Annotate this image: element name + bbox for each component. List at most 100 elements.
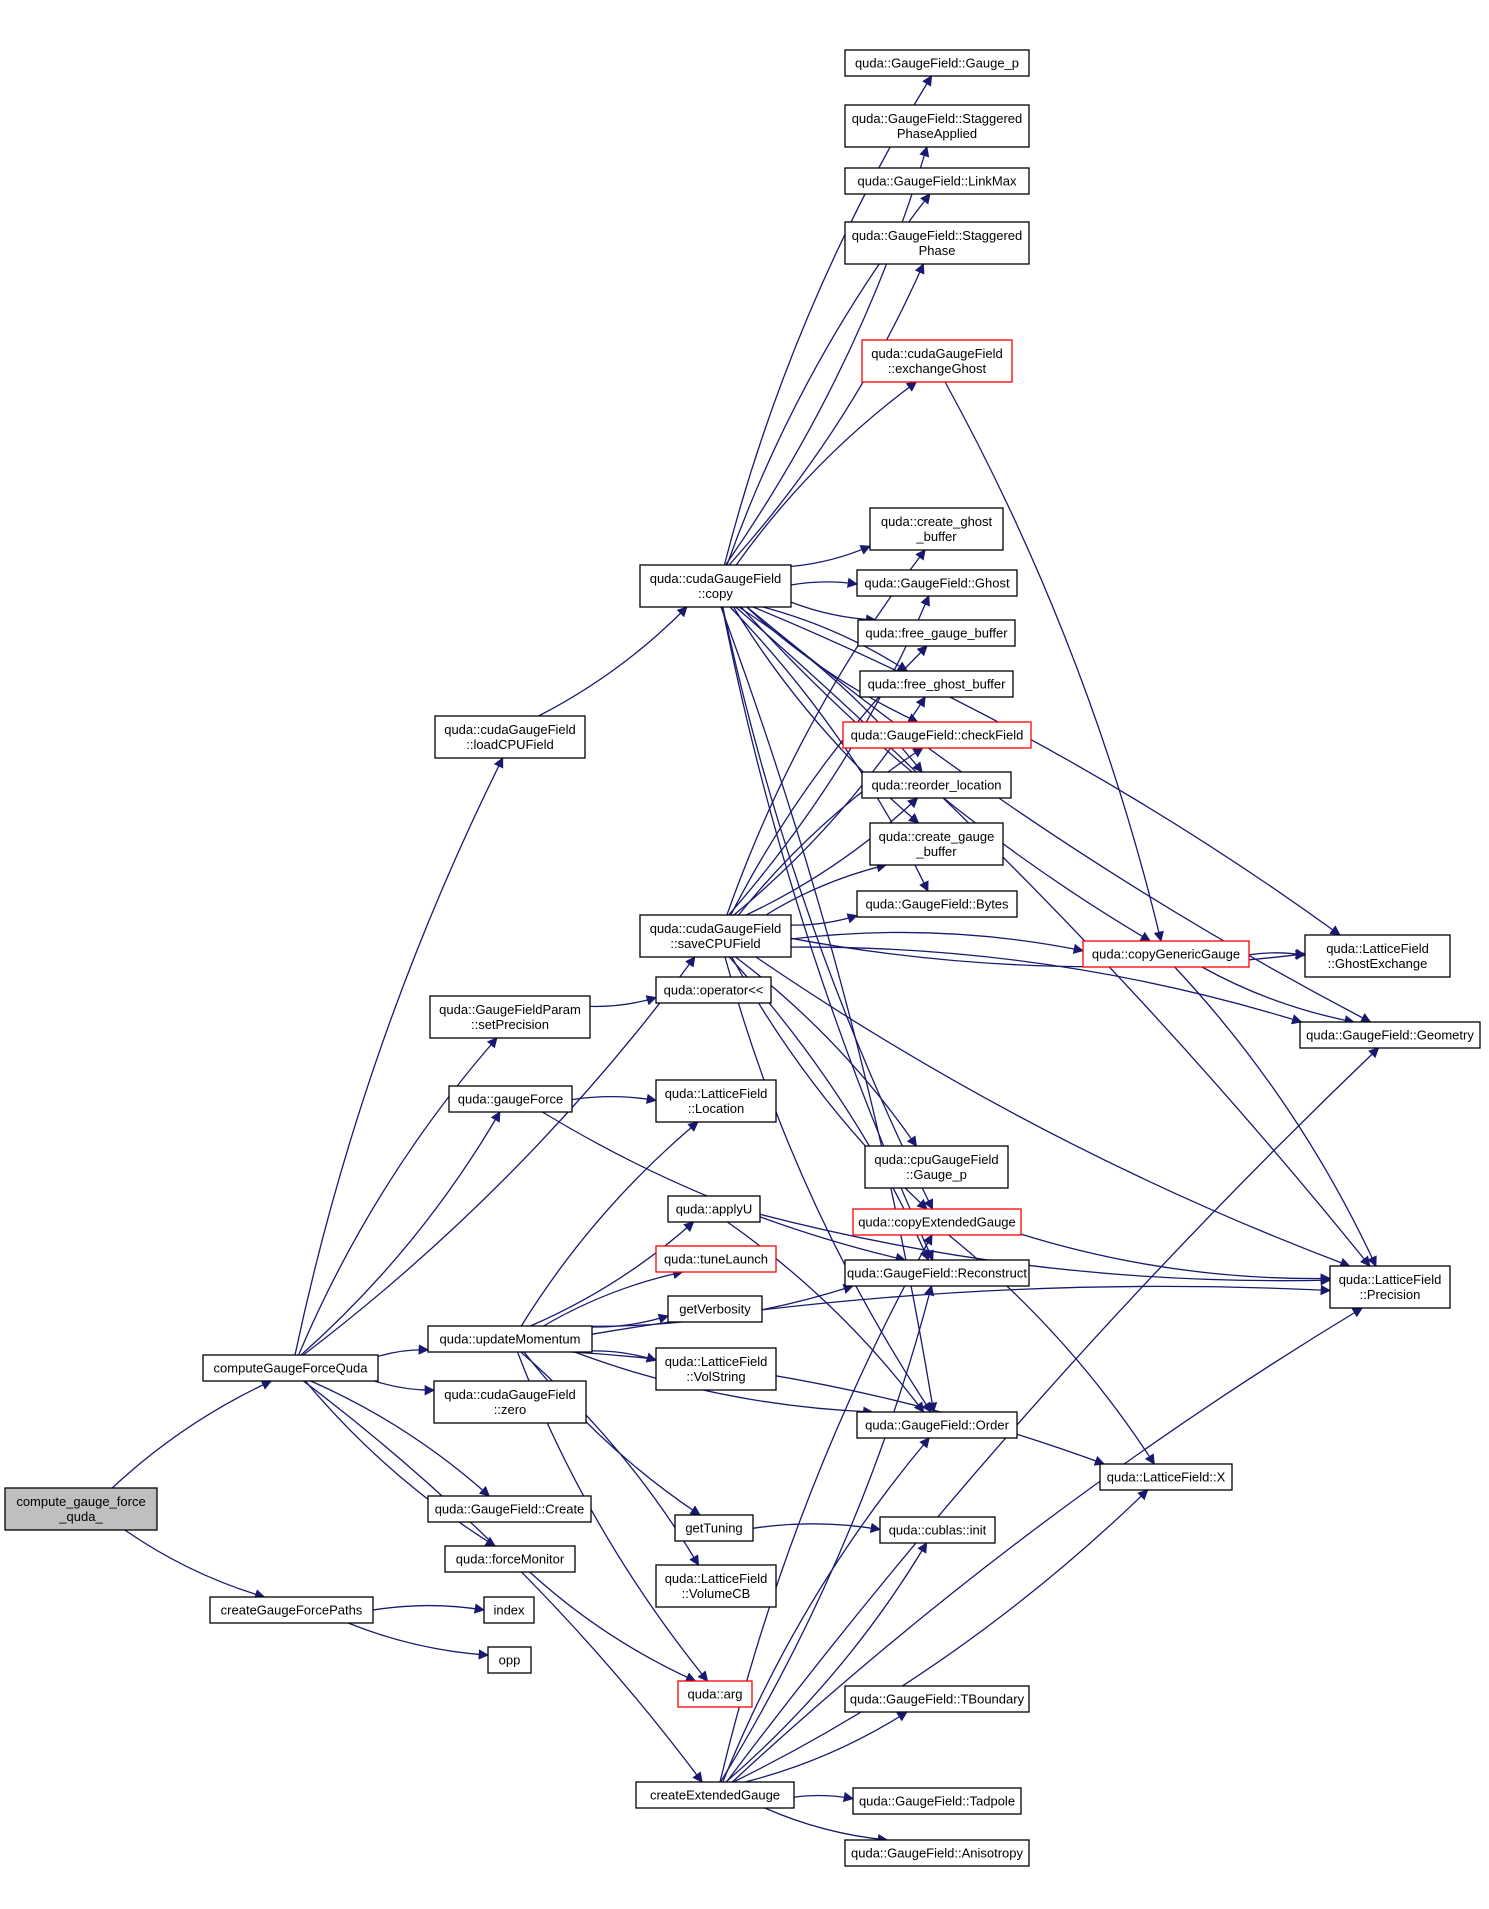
node-box <box>844 49 1030 77</box>
node-bytes[interactable]: quda::GaugeField::Bytes <box>856 890 1018 918</box>
edge-save-to-cgauge <box>765 862 888 916</box>
node-opp[interactable]: opp <box>487 1646 532 1674</box>
node-zero[interactable]: quda::cudaGaugeField::zero <box>433 1380 587 1424</box>
node-prec[interactable]: quda::LatticeField::Precision <box>1329 1265 1451 1309</box>
edge-fmon-to-arg <box>529 1571 697 1682</box>
node-copy[interactable]: quda::cudaGaugeField::copy <box>639 564 792 608</box>
node-label: quda::cudaGaugeField <box>650 571 782 586</box>
edge-cgfq-to-gforce <box>300 1111 501 1356</box>
edge-save-to-check <box>738 747 924 916</box>
node-arg[interactable]: quda::arg <box>677 1680 753 1708</box>
node-label: quda::GaugeField::LinkMax <box>858 174 1017 189</box>
edge-cgfq-to-save <box>302 956 696 1356</box>
node-volstr[interactable]: quda::LatticeField::VolString <box>655 1347 777 1391</box>
node-ghost[interactable]: quda::GaugeField::Ghost <box>856 569 1018 597</box>
edge-copy-to-ghex <box>752 606 1341 936</box>
edge-cgfp-to-index <box>372 1603 486 1614</box>
edge-ceg-to-prec <box>731 1307 1363 1783</box>
node-fghost[interactable]: quda::free_ghost_buffer <box>859 670 1014 698</box>
node-ceg[interactable]: createExtendedGauge <box>635 1781 795 1809</box>
node-box <box>844 221 1030 265</box>
node-label: quda::GaugeField::checkField <box>851 728 1024 743</box>
node-label: quda::cudaGaugeField <box>871 346 1003 361</box>
node-linkmax[interactable]: quda::GaugeField::LinkMax <box>844 167 1030 195</box>
node-tbound[interactable]: quda::GaugeField::TBoundary <box>844 1685 1030 1713</box>
node-cgfp[interactable]: createGaugeForcePaths <box>209 1596 374 1624</box>
node-label: ::copy <box>698 586 733 601</box>
node-root[interactable]: compute_gauge_force_quda_ <box>4 1487 158 1531</box>
node-tadpole[interactable]: quda::GaugeField::Tadpole <box>852 1787 1022 1815</box>
node-box <box>429 995 591 1039</box>
node-recon[interactable]: quda::GaugeField::Reconstruct <box>844 1259 1030 1287</box>
node-cgfq[interactable]: computeGaugeForceQuda <box>202 1354 379 1382</box>
node-label: quda::GaugeFieldParam <box>439 1002 581 1017</box>
edge-updmom-to-applyu <box>530 1221 695 1327</box>
node-geom[interactable]: quda::GaugeField::Geometry <box>1299 1021 1481 1049</box>
edge-cgfq-to-ceg <box>303 1380 703 1783</box>
node-check[interactable]: quda::GaugeField::checkField <box>842 721 1032 749</box>
node-volcb[interactable]: quda::LatticeField::VolumeCB <box>655 1564 777 1608</box>
node-label: quda::LatticeField <box>1326 941 1429 956</box>
node-cpugp[interactable]: quda::cpuGaugeField::Gauge_p <box>864 1145 1009 1189</box>
node-label: quda::GaugeField::Bytes <box>865 897 1009 912</box>
node-opl[interactable]: quda::operator<< <box>655 976 772 1004</box>
node-label: quda::GaugeField::Ghost <box>864 576 1010 591</box>
node-fmon[interactable]: quda::forceMonitor <box>444 1545 576 1573</box>
node-label: quda::GaugeField::TBoundary <box>850 1692 1025 1707</box>
edge-root-to-cgfq <box>111 1380 273 1489</box>
edge-ceg-to-tadpole <box>793 1791 855 1803</box>
node-setprec[interactable]: quda::GaugeFieldParam::setPrecision <box>429 995 591 1039</box>
node-box <box>844 1839 1030 1867</box>
node-label: ::GhostExchange <box>1328 956 1428 971</box>
node-applyu[interactable]: quda::applyU <box>667 1195 761 1223</box>
node-gaugep[interactable]: quda::GaugeField::Gauge_p <box>844 49 1030 77</box>
node-ghex[interactable]: quda::LatticeField::GhostExchange <box>1304 934 1451 978</box>
edge-save-to-geom <box>790 946 1303 1025</box>
node-lfx[interactable]: quda::LatticeField::X <box>1099 1463 1233 1491</box>
node-lfloc[interactable]: quda::LatticeField::Location <box>655 1079 777 1123</box>
node-tune[interactable]: quda::tuneLaunch <box>655 1245 777 1273</box>
node-index[interactable]: index <box>483 1596 535 1624</box>
edge-copy-to-fghost <box>762 606 909 672</box>
node-label: quda::create_gauge <box>879 829 995 844</box>
node-cgauge[interactable]: quda::create_gauge_buffer <box>869 822 1004 866</box>
node-updmom[interactable]: quda::updateMomentum <box>427 1325 593 1353</box>
node-fgauge[interactable]: quda::free_gauge_buffer <box>857 619 1016 647</box>
node-box <box>879 1516 996 1544</box>
node-box <box>861 771 1012 799</box>
edge-updmom-to-lfloc <box>520 1121 699 1327</box>
node-label: ::exchangeGhost <box>888 361 987 376</box>
node-label: compute_gauge_force <box>16 1494 145 1509</box>
edge-copy-to-spa <box>725 146 930 566</box>
node-box <box>674 1514 754 1542</box>
node-label: _buffer <box>915 844 957 859</box>
node-reorder[interactable]: quda::reorder_location <box>861 771 1012 799</box>
node-aniso[interactable]: quda::GaugeField::Anisotropy <box>844 1839 1030 1867</box>
node-label: quda::gaugeForce <box>458 1092 564 1107</box>
edge-exghost-to-cgen <box>944 381 1164 943</box>
edge-cgfq-to-zero <box>374 1380 436 1396</box>
node-verb[interactable]: getVerbosity <box>667 1295 763 1323</box>
node-cghost[interactable]: quda::create_ghost_buffer <box>869 507 1004 551</box>
node-cublas[interactable]: quda::cublas::init <box>879 1516 996 1544</box>
node-gforce[interactable]: quda::gaugeForce <box>448 1085 573 1113</box>
edge-save-to-order <box>724 956 932 1413</box>
node-load[interactable]: quda::cudaGaugeField::loadCPUField <box>434 715 586 759</box>
edge-copy-to-cext <box>722 606 934 1210</box>
edge-ceg-to-tbound <box>744 1711 908 1783</box>
node-box <box>655 1079 777 1123</box>
node-box <box>844 1259 1030 1287</box>
node-gcreate[interactable]: quda::GaugeField::Create <box>427 1495 592 1523</box>
node-cext[interactable]: quda::copyExtendedGauge <box>852 1208 1022 1236</box>
node-cgen[interactable]: quda::copyGenericGauge <box>1082 940 1250 968</box>
node-save[interactable]: quda::cudaGaugeField::saveCPUField <box>639 914 792 958</box>
node-order[interactable]: quda::GaugeField::Order <box>856 1411 1018 1439</box>
edge-cgfq-to-load <box>294 757 504 1356</box>
node-box <box>639 564 792 608</box>
node-exghost[interactable]: quda::cudaGaugeField::exchangeGhost <box>861 339 1013 383</box>
node-gettun[interactable]: getTuning <box>674 1514 754 1542</box>
node-box <box>448 1085 573 1113</box>
edge-applyu-to-order <box>727 1221 925 1413</box>
